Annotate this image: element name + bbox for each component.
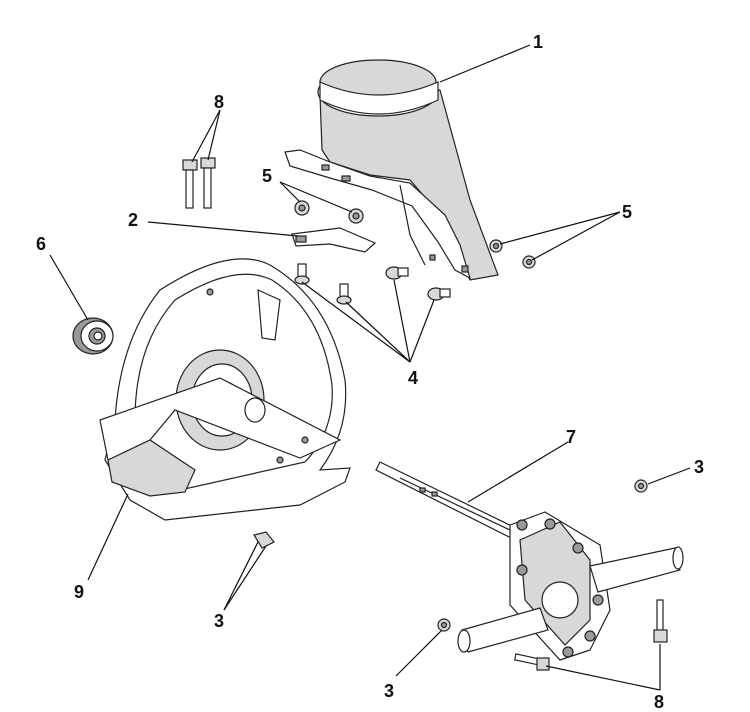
callout-5-right: 5	[622, 202, 632, 222]
callout-8-bottom: 8	[654, 692, 664, 712]
callout-6: 6	[36, 234, 46, 254]
callout-8-top: 8	[214, 92, 224, 112]
callout-3-right: 3	[694, 457, 704, 477]
callout-labels: 1 2 3 3 3 4 5 5 6 7 8 8 9	[36, 32, 704, 712]
leader-lines	[49, 44, 691, 691]
bearing	[72, 317, 114, 355]
impeller-housing	[99, 258, 351, 521]
discharge-chute	[284, 59, 499, 281]
auger-shaft-gearbox	[375, 461, 684, 661]
callout-3-bottom: 3	[384, 681, 394, 701]
callout-3-left: 3	[214, 611, 224, 631]
hex-bolts-lower	[513, 599, 668, 671]
callout-9: 9	[74, 582, 84, 602]
callout-5-left: 5	[262, 166, 272, 186]
callout-2: 2	[128, 210, 138, 230]
lock-nuts	[253, 479, 648, 632]
deflector-plate	[291, 227, 377, 253]
callout-7: 7	[566, 427, 576, 447]
callout-4: 4	[408, 368, 418, 388]
carriage-bolts	[294, 263, 451, 305]
flange-nuts	[294, 200, 536, 269]
hex-bolts-upper	[182, 157, 216, 209]
callout-1: 1	[533, 32, 543, 52]
